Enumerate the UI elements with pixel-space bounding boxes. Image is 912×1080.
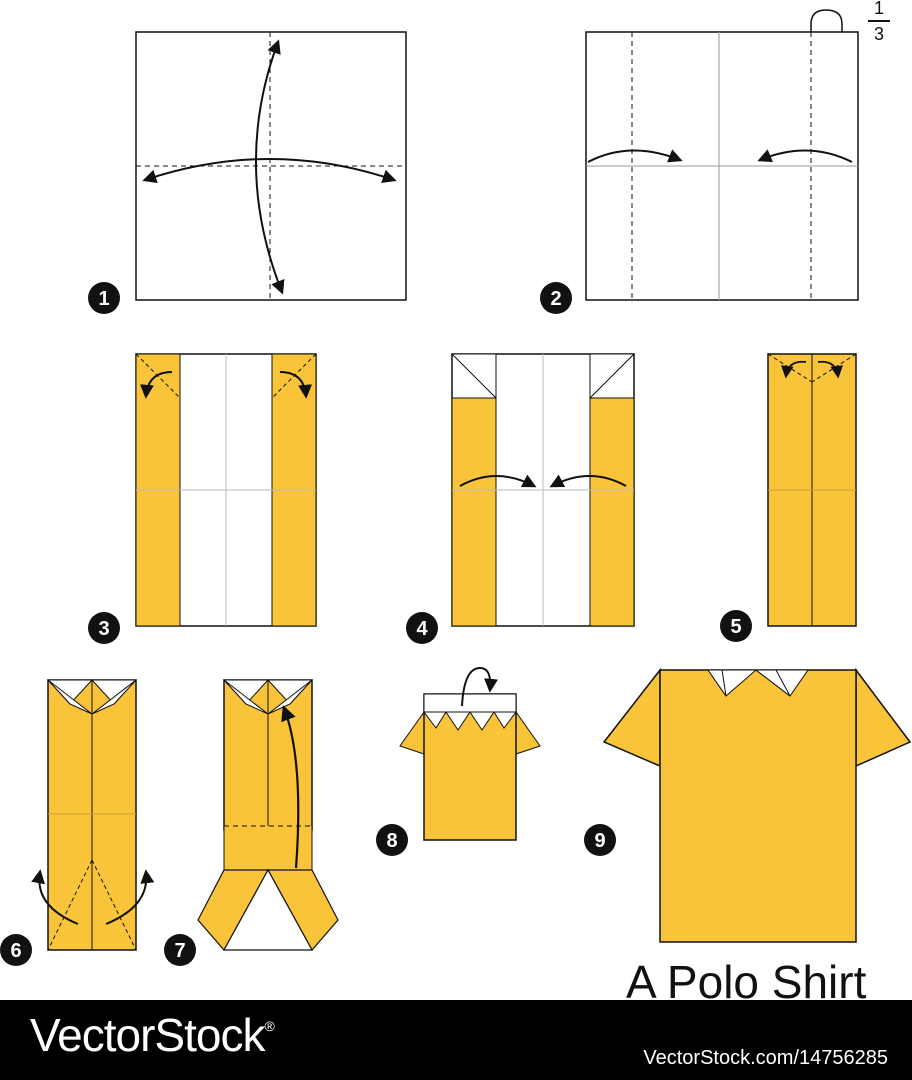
- fraction-denominator: 3: [873, 23, 884, 44]
- svg-text:8: 8: [386, 830, 397, 852]
- step-badge-4: 4: [406, 612, 438, 644]
- step-badge-3: 3: [88, 612, 120, 644]
- step-badge-1: 1: [88, 282, 120, 314]
- svg-text:3: 3: [98, 618, 109, 640]
- watermark-footer: VectorStock® VectorStock.com/14756285: [0, 1000, 912, 1080]
- svg-text:6: 6: [10, 940, 21, 962]
- step-6-diagram: [31, 679, 155, 951]
- svg-text:7: 7: [174, 940, 185, 962]
- step-badge-7: 7: [164, 934, 196, 966]
- brand-logo: VectorStock®: [30, 1008, 275, 1062]
- brand-name: VectorStock: [30, 1009, 265, 1061]
- step-5-diagram: [767, 353, 857, 627]
- step-2-diagram: [585, 9, 859, 301]
- step-9-diagram: [602, 667, 912, 943]
- step-badge-6: 6: [0, 934, 32, 966]
- svg-text:4: 4: [416, 618, 428, 640]
- image-url: VectorStock.com/14756285: [643, 1047, 888, 1069]
- step-8-diagram: [399, 666, 541, 841]
- step-1-diagram: [135, 31, 407, 301]
- step-badges: 1 2 3 4 5 6 7 8: [0, 282, 752, 966]
- step-badge-2: 2: [540, 282, 572, 314]
- fraction-label: 1 3: [868, 0, 890, 44]
- step-badge-8: 8: [376, 824, 408, 856]
- svg-text:2: 2: [550, 288, 561, 310]
- step-badge-5: 5: [720, 610, 752, 642]
- step-7-diagram: [197, 679, 339, 952]
- diagram-title: A Polo Shirt: [626, 956, 867, 1008]
- fraction-bar: [868, 20, 890, 22]
- step-3-diagram: [135, 353, 317, 627]
- svg-text:9: 9: [594, 830, 605, 852]
- svg-text:5: 5: [730, 616, 741, 638]
- step-badge-9: 9: [584, 824, 616, 856]
- trademark-symbol: ®: [264, 1018, 274, 1034]
- svg-text:1: 1: [98, 288, 109, 310]
- origami-diagram: 1 2 3 4 5 6 7 8: [0, 9, 912, 966]
- step-4-diagram: [450, 353, 636, 627]
- fraction-numerator: 1: [873, 0, 884, 18]
